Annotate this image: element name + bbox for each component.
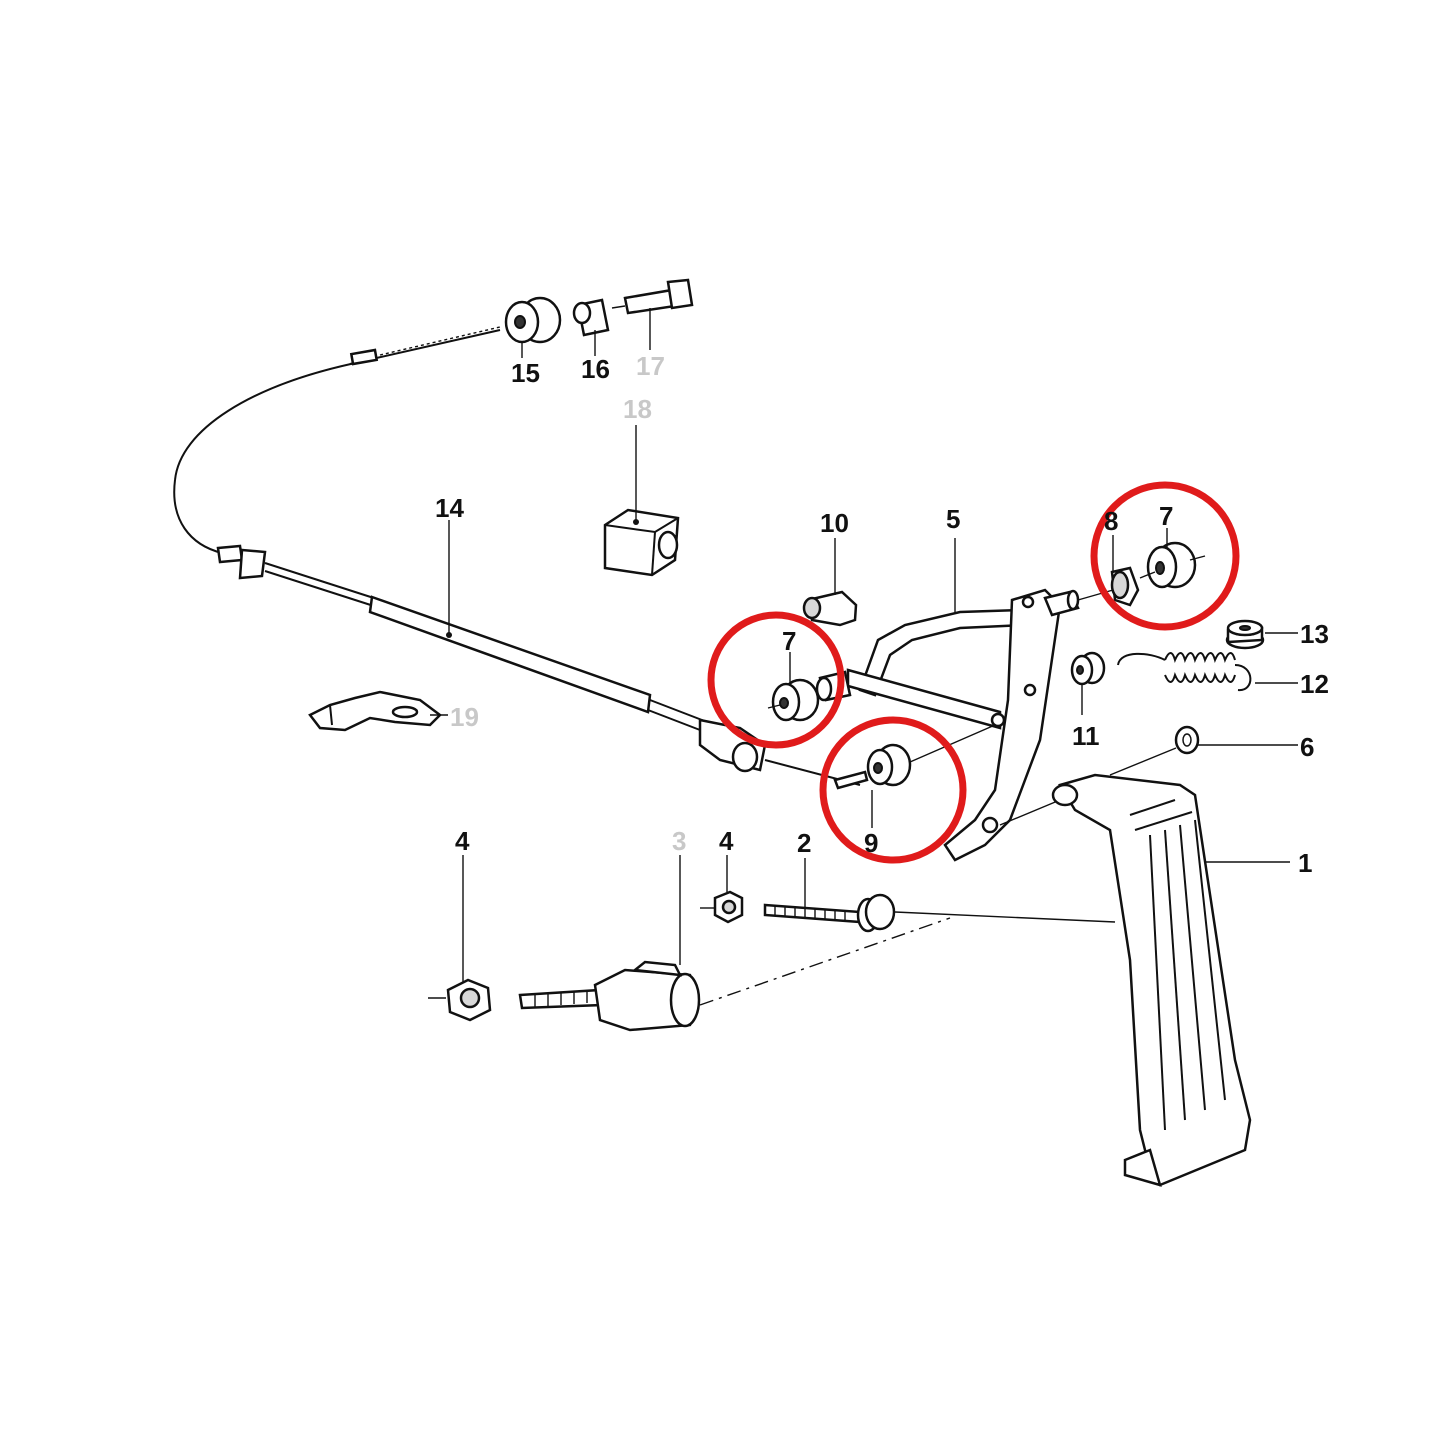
label-part-14: 14 (435, 493, 464, 523)
part-17-bolt (611, 278, 694, 350)
part-4-nut-left (428, 855, 492, 1022)
part-2-adjusting-screw (763, 858, 1116, 933)
part-15-grommet (504, 296, 562, 358)
part-12-return-spring (1117, 652, 1298, 692)
label-part-4-center: 4 (719, 826, 734, 856)
part-18-clamp-block (603, 425, 680, 577)
part-10-stop (802, 538, 858, 627)
part-1-pedal (1051, 773, 1290, 1187)
highlight-circle-left (707, 611, 845, 749)
part-7-grommet-upper (1139, 528, 1206, 589)
label-part-1: 1 (1298, 848, 1312, 878)
label-part-5: 5 (946, 504, 960, 534)
label-part-13: 13 (1300, 619, 1329, 649)
highlight-circle-lower (819, 716, 967, 864)
label-part-17: 17 (636, 351, 665, 381)
part-16-sleeve (572, 298, 610, 356)
label-part-6: 6 (1300, 732, 1314, 762)
label-part-19: 19 (450, 702, 479, 732)
highlight-circle-upper-right (1090, 481, 1240, 631)
part-8-bush (1110, 535, 1140, 607)
part-9-grommet (833, 724, 996, 828)
label-part-7-upper: 7 (1159, 501, 1173, 531)
label-part-2: 2 (797, 828, 811, 858)
part-11-bush (1070, 651, 1106, 715)
label-part-18: 18 (623, 394, 652, 424)
label-part-3: 3 (672, 826, 686, 856)
label-part-10: 10 (820, 508, 849, 538)
label-part-15: 15 (511, 358, 540, 388)
label-part-9: 9 (864, 828, 878, 858)
label-part-11: 11 (1072, 721, 1100, 751)
label-part-16: 16 (581, 354, 610, 384)
label-part-12: 12 (1300, 669, 1329, 699)
label-part-7-left: 7 (782, 626, 796, 656)
part-7-grommet-left (767, 652, 852, 722)
part-19-cable-clip (308, 690, 448, 732)
part-6-clip (1109, 725, 1298, 776)
part-3-adjuster (518, 855, 951, 1032)
part-4-nut-center (700, 855, 744, 924)
accelerator-cable (173, 326, 861, 786)
label-part-8: 8 (1104, 506, 1118, 536)
part-13-buffer (1225, 619, 1298, 650)
label-part-4-left: 4 (455, 826, 470, 856)
